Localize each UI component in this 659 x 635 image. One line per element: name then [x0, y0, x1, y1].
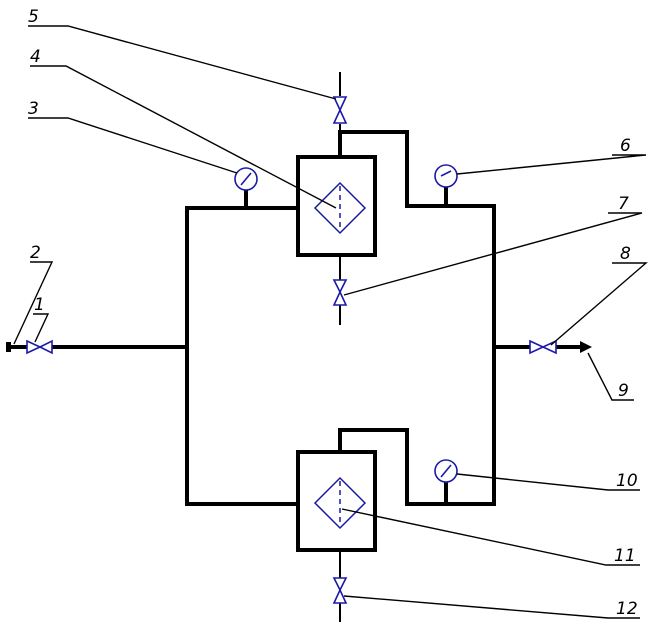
leader-2 — [13, 261, 54, 345]
leader-5 — [28, 25, 337, 100]
leader-9 — [587, 352, 634, 401]
label-4: 4 — [30, 47, 41, 67]
pressure-gauge-10-icon — [434, 459, 458, 483]
piping — [8, 130, 584, 506]
leader-7 — [343, 212, 643, 296]
label-3: 3 — [28, 99, 39, 119]
label-6: 6 — [620, 136, 631, 156]
lower-outlet-loop — [338, 428, 496, 506]
label-1: 1 — [34, 295, 45, 315]
leader-1 — [33, 313, 50, 343]
valve-5-icon — [332, 96, 348, 124]
label-9: 9 — [618, 381, 629, 401]
valve-7-icon — [332, 279, 348, 306]
leader-3 — [28, 117, 238, 174]
label-5: 5 — [28, 7, 39, 27]
leader-10 — [456, 473, 640, 491]
lower-filter-element-icon — [313, 476, 367, 530]
upper-filter-element-icon — [313, 181, 367, 235]
label-11: 11 — [614, 546, 636, 566]
leader-12 — [343, 595, 640, 619]
leader-4 — [30, 65, 337, 209]
valve-12-icon — [332, 577, 348, 604]
label-8: 8 — [620, 244, 631, 264]
leader-11 — [341, 508, 640, 566]
outlet-arrow-icon — [580, 341, 592, 353]
leader-6 — [456, 154, 647, 175]
valve-8-icon — [529, 339, 557, 355]
label-12: 12 — [616, 599, 638, 619]
valve-1-icon — [26, 339, 53, 355]
label-7: 7 — [618, 194, 629, 214]
leader-8 — [550, 262, 648, 346]
pressure-gauge-3-icon — [234, 167, 258, 191]
label-2: 2 — [30, 243, 41, 263]
pressure-gauge-6-icon — [434, 164, 458, 188]
lower-filter-housing — [296, 450, 377, 552]
leader-lines — [13, 25, 648, 619]
upper-filter-housing — [296, 155, 377, 257]
label-10: 10 — [616, 471, 638, 491]
inlet-end-cap — [6, 342, 11, 352]
upper-outlet-loop — [338, 130, 496, 208]
